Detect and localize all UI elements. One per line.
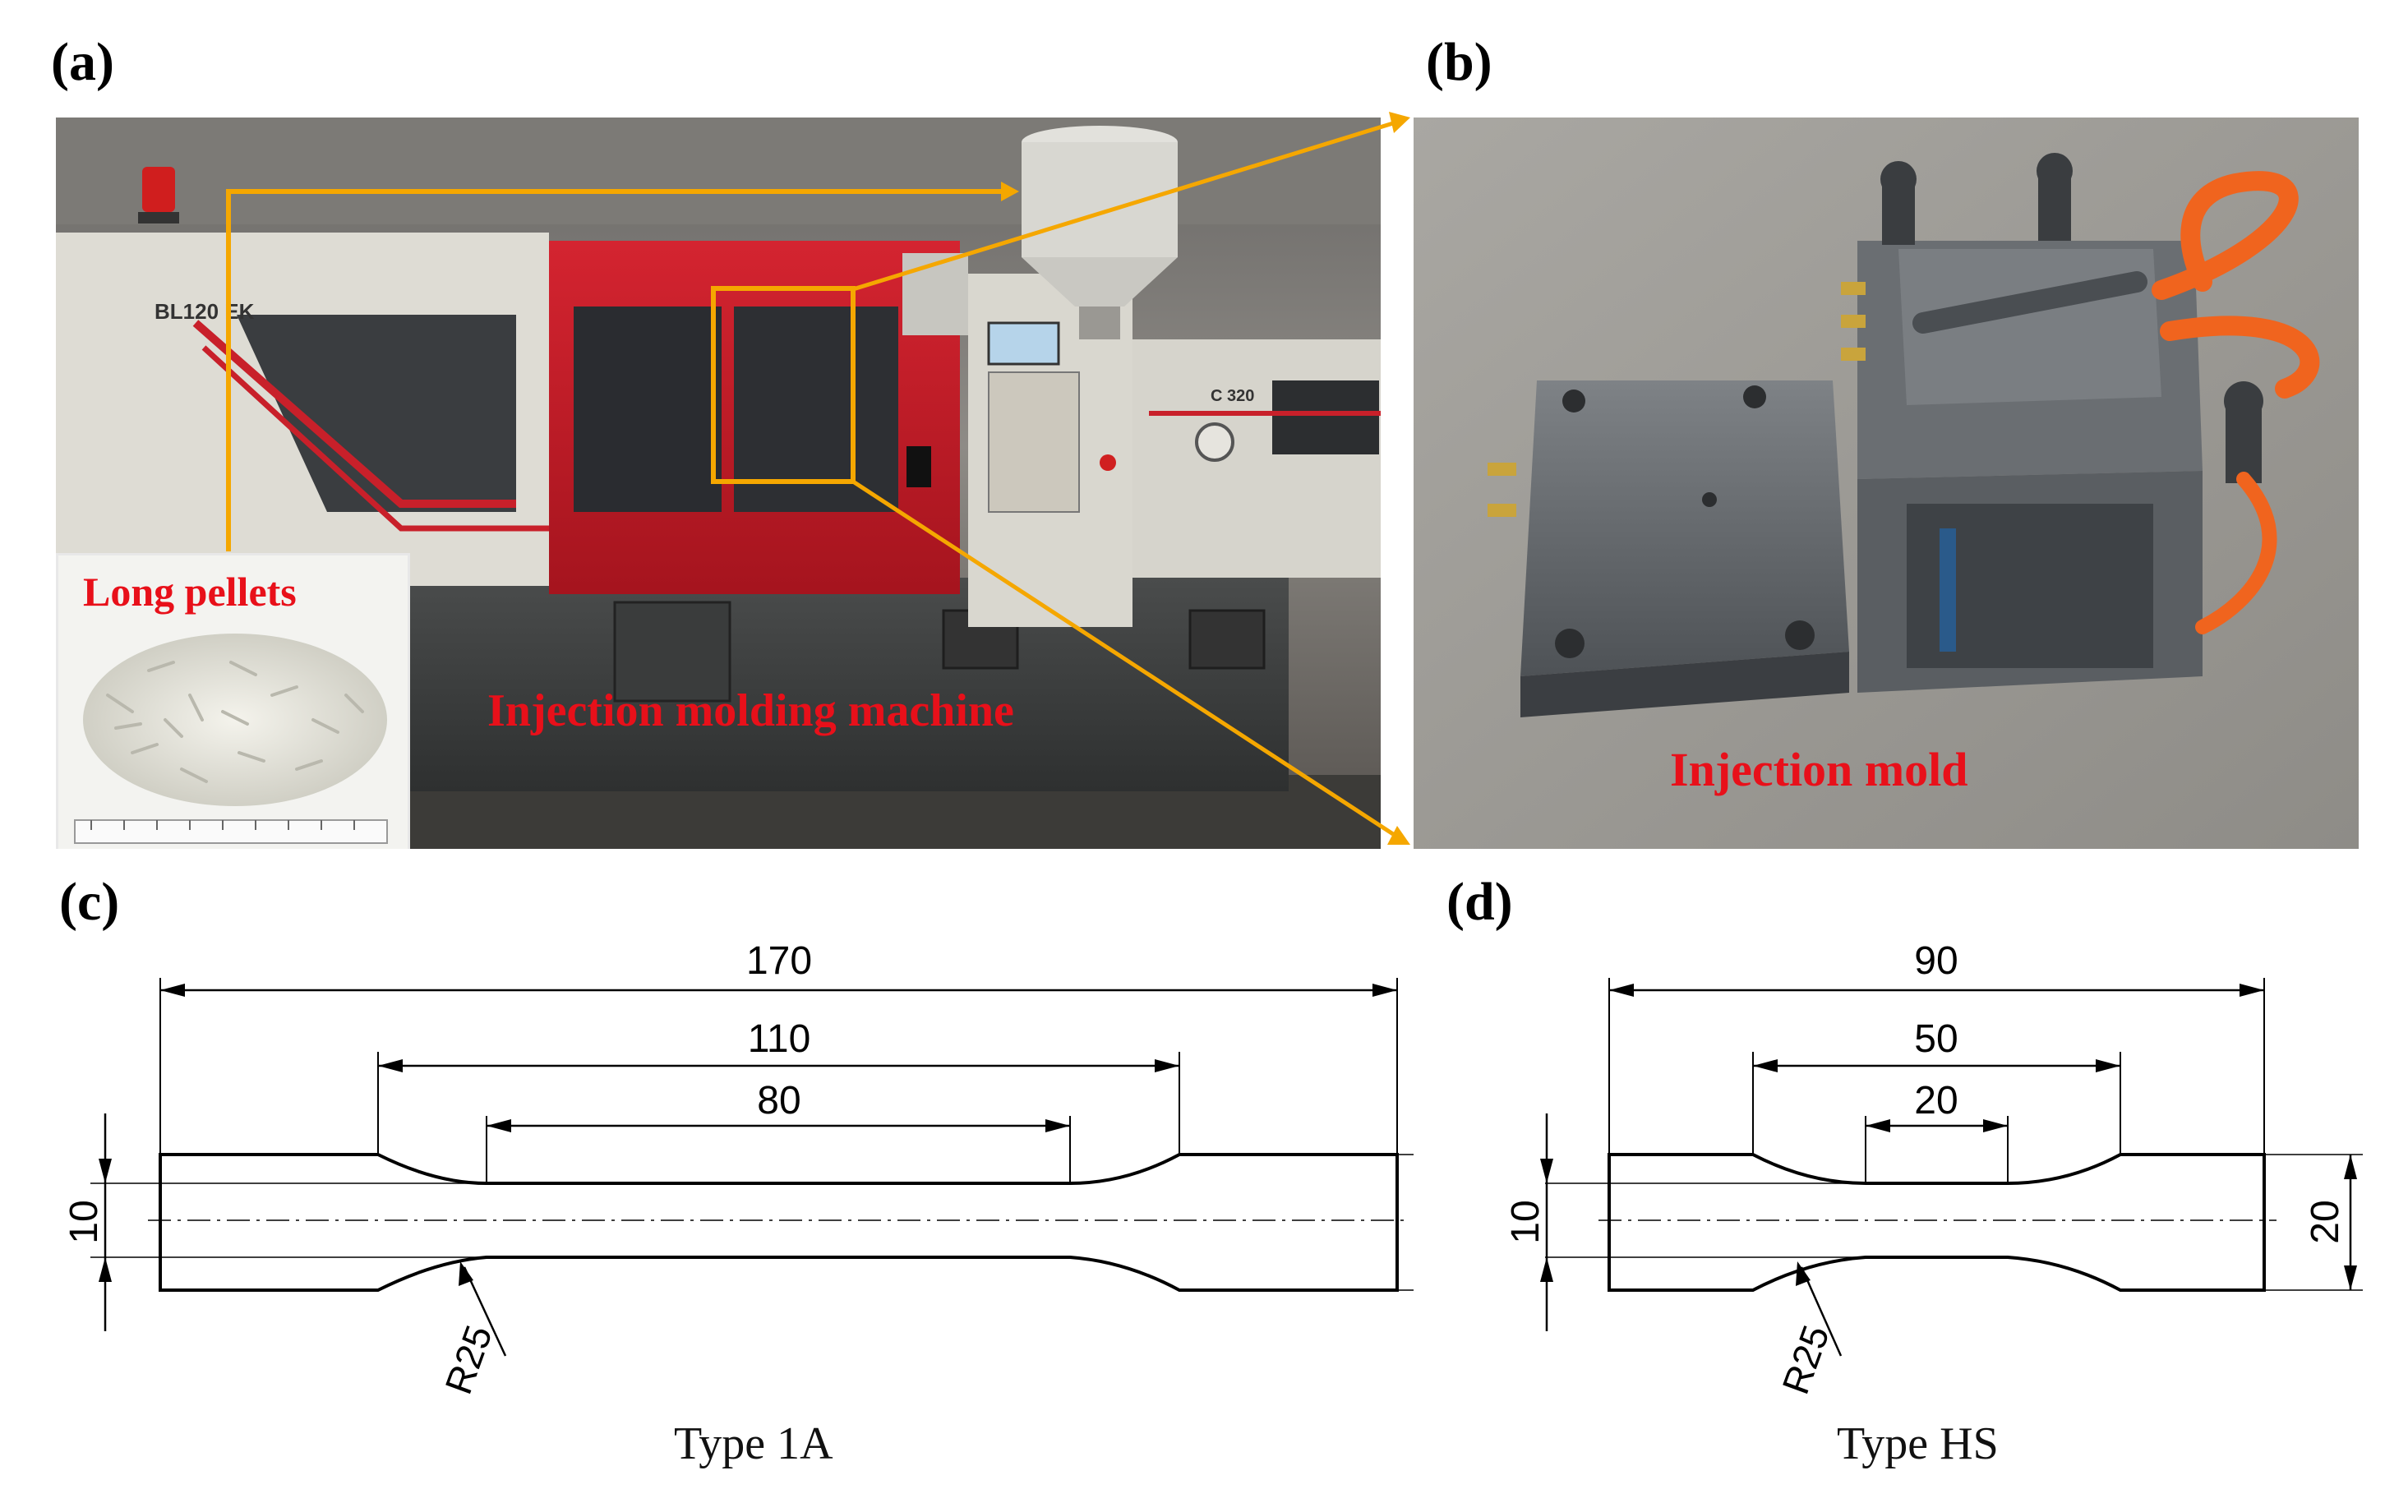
specimen-drawing-type-hs: 90 50 20 10 20 R25 xyxy=(1504,939,2363,1399)
dim-gauge-1a: 80 xyxy=(757,1079,800,1122)
dim-gauge-hs: 20 xyxy=(1914,1079,1958,1122)
pellets-to-hopper-arrow xyxy=(226,189,1009,551)
machine-photo: BL120 EK C 320 xyxy=(56,118,1381,849)
dim-narrow-width-1a: 10 xyxy=(62,1200,106,1243)
specimen-drawing-type-1a: 170 110 80 10 20 R25 xyxy=(62,939,1414,1399)
injection-machine-label: Injection molding machine xyxy=(487,685,1014,736)
dim-parallel-hs: 50 xyxy=(1914,1017,1958,1061)
injection-unit-text: C 320 xyxy=(1211,387,1254,405)
injection-mold-label: Injection mold xyxy=(1670,743,1968,796)
panel-label-b: (b) xyxy=(1426,32,1492,92)
mold-highlight-box xyxy=(711,286,856,484)
dim-parallel-1a: 110 xyxy=(748,1017,811,1061)
long-pellets-label: Long pellets xyxy=(83,569,297,615)
caption-type-1a: Type 1A xyxy=(674,1418,833,1469)
dim-radius-hs: R25 xyxy=(1774,1320,1838,1399)
dim-end-width-hs: 20 xyxy=(2304,1200,2347,1243)
dim-overall-1a: 170 xyxy=(746,939,812,983)
machine-model-text: BL120 EK xyxy=(155,299,255,324)
mold-illustration xyxy=(1414,118,2359,849)
dim-overall-hs: 90 xyxy=(1914,939,1958,983)
panel-label-d: (d) xyxy=(1446,872,1513,932)
dim-narrow-width-hs: 10 xyxy=(1504,1200,1548,1243)
panel-label-c: (c) xyxy=(59,872,120,932)
mold-photo: Injection mold xyxy=(1414,118,2359,849)
pellets-inset: Long pellets xyxy=(56,553,410,849)
caption-type-hs: Type HS xyxy=(1837,1418,1999,1469)
dim-radius-1a: R25 xyxy=(436,1320,501,1399)
pellets-illustration xyxy=(74,634,388,844)
panel-label-a: (a) xyxy=(51,32,114,92)
